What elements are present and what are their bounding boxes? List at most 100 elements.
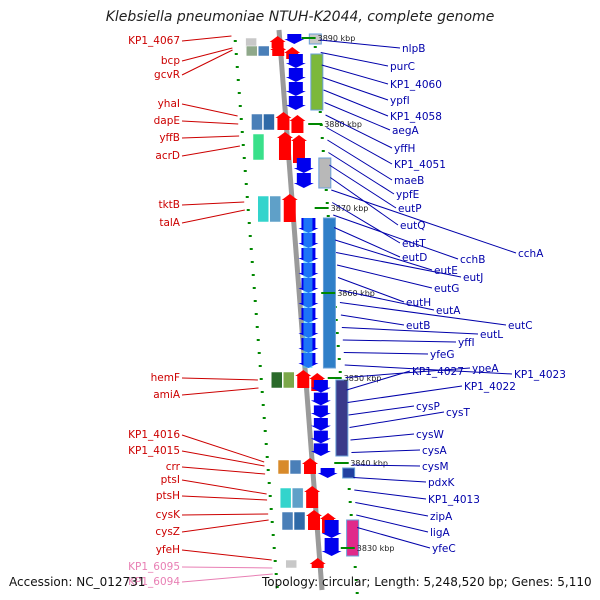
gene-label-maeb: maeB [394, 175, 424, 187]
scale-label: 3840 kbp [350, 459, 388, 468]
tick-mark [249, 248, 253, 250]
gene-label-ptsi: ptsI [161, 474, 180, 486]
gene-label-yfeh: yfeH [156, 544, 180, 556]
scale-label: 3850 kbp [344, 374, 382, 383]
gene-block [252, 133, 265, 161]
gene-label-eutj: eutJ [463, 272, 483, 284]
tick-mark [244, 183, 248, 185]
gene-label-kp1_4022: KP1_4022 [464, 381, 516, 393]
leader-line [343, 352, 429, 355]
leader-line [350, 433, 415, 441]
tick-mark [272, 547, 276, 549]
gene-label-eutb: eutB [406, 320, 430, 332]
right-arrow [285, 96, 306, 110]
leader-line [181, 434, 265, 463]
gene-label-euta: eutA [436, 305, 461, 317]
leader-line [181, 549, 272, 561]
right-arrow [310, 418, 331, 431]
tick-mark [257, 352, 261, 354]
gene-label-kp1_4016: KP1_4016 [128, 429, 180, 441]
leader-line [181, 466, 266, 475]
leader-line [181, 35, 232, 42]
leader-line [357, 527, 431, 549]
tick-mark [318, 111, 322, 113]
tick-mark [247, 222, 251, 224]
tick-mark [263, 430, 267, 432]
gene-label-kp1_6094: KP1_6094 [128, 576, 180, 588]
tick-mark [251, 274, 255, 276]
leader-line [334, 239, 433, 271]
gene-label-cysp: cysP [416, 401, 440, 413]
leader-line [348, 405, 415, 416]
gene-block [257, 45, 270, 57]
leader-line [322, 77, 389, 101]
gene-block [263, 113, 275, 131]
gene-block [269, 195, 281, 223]
gene-block [285, 559, 297, 569]
tick-mark [246, 209, 250, 211]
leader-line [336, 264, 433, 289]
gene-label-eutd: eutD [402, 252, 427, 264]
scale-label: 3880 kbp [324, 120, 362, 129]
left-arrow [289, 115, 306, 133]
leader-line [181, 566, 273, 569]
tick-mark [271, 534, 275, 536]
leader-line [324, 102, 391, 131]
gene-label-yffb: yffB [159, 132, 180, 144]
gene-label-bcp: bcp [161, 55, 180, 67]
right-arrow [310, 380, 331, 393]
leader-line [346, 370, 411, 391]
tick-mark [252, 287, 256, 289]
tick-mark [255, 326, 259, 328]
tick-mark [335, 332, 339, 334]
gene-block [251, 113, 263, 131]
tick-mark [239, 118, 243, 120]
leader-line [338, 289, 435, 311]
leader-line [341, 327, 479, 335]
right-arrow [310, 443, 331, 456]
gene-label-ccha: cchA [518, 248, 544, 260]
gene-block [335, 379, 349, 457]
gene-label-ypfe: ypfE [396, 189, 419, 201]
gene-label-cysz: cysZ [155, 526, 180, 538]
tick-mark [266, 469, 270, 471]
gene-label-kp1_4067: KP1_4067 [128, 35, 180, 47]
gene-label-amia: amiA [153, 389, 181, 401]
gene-label-kp1_6095: KP1_6095 [128, 561, 180, 573]
leader-line [320, 52, 389, 67]
tick-mark [270, 521, 274, 523]
gene-label-cysa: cysA [422, 445, 447, 457]
gene-label-liga: ligA [430, 527, 450, 539]
gene-label-kp1_4051: KP1_4051 [394, 159, 446, 171]
gene-label-kp1_4058: KP1_4058 [390, 111, 442, 123]
leader-line [325, 114, 393, 149]
tick-mark [355, 592, 359, 594]
tick-mark [240, 131, 244, 133]
gene-label-cchb: cchB [460, 254, 485, 266]
leader-line [329, 164, 397, 209]
gene-label-cysw: cysW [416, 429, 444, 441]
tick-mark [261, 404, 265, 406]
tick-mark [353, 566, 357, 568]
gene-block [264, 133, 277, 161]
gene-label-eutg: eutG [434, 283, 459, 295]
gene-label-euth: eutH [406, 297, 431, 309]
leader-line [181, 513, 269, 516]
gene-label-yffi: yffI [458, 337, 475, 349]
gene-block [303, 218, 313, 368]
leader-line [352, 464, 421, 467]
tick-mark [275, 586, 279, 588]
leader-line [181, 201, 245, 206]
leader-line [345, 367, 471, 378]
leader-line [331, 202, 401, 244]
gene-label-eutp: eutP [398, 203, 422, 215]
leader-line [181, 519, 269, 533]
leader-line [356, 514, 429, 533]
left-arrow [306, 510, 323, 530]
gene-block [283, 371, 295, 389]
gene-label-cysm: cysM [422, 461, 449, 473]
leader-line [337, 277, 405, 303]
gene-label-zipa: zipA [430, 511, 453, 523]
leader-line [339, 302, 507, 326]
